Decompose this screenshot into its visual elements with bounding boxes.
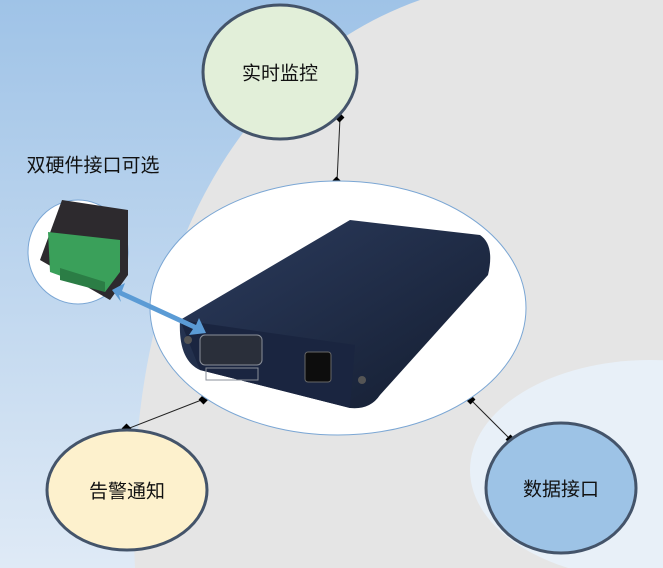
node-left-bottom-label: 告警通知 (88, 480, 166, 503)
power-port (304, 351, 332, 383)
node-top-label: 实时监控 (241, 62, 319, 85)
connector-left-bottom (126, 398, 205, 430)
node-right-bottom-label: 数据接口 (522, 478, 600, 501)
node-top-circle (201, 3, 359, 141)
device-image (179, 220, 491, 409)
terminal-block-image (40, 200, 128, 300)
connector-right-bottom (469, 398, 512, 441)
node-right-bottom-circle (484, 421, 638, 555)
hardware-label: 双硬件接口可选 (26, 154, 160, 177)
connector-top (336, 117, 341, 183)
db9-port (199, 334, 263, 366)
double-arrow-icon (112, 283, 206, 335)
node-left-bottom-circle (45, 428, 209, 552)
